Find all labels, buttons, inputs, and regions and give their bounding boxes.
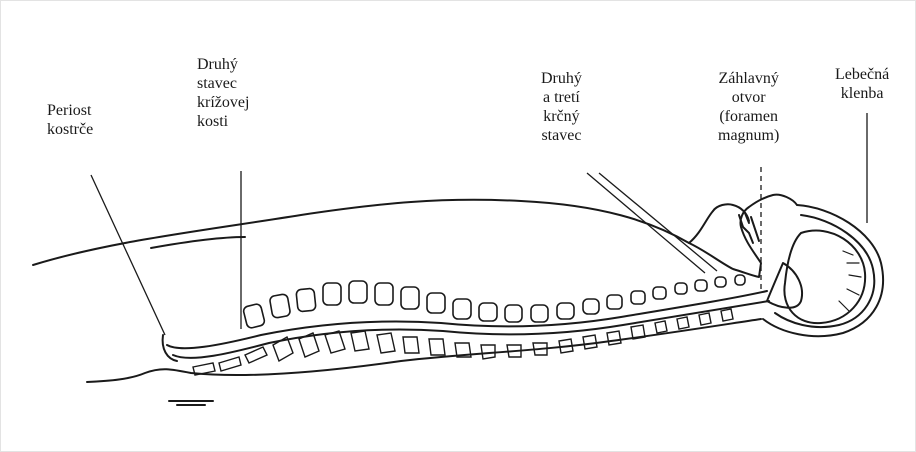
label-sacral-vertebra: Druhý stavec krížovej kosti [197, 55, 249, 131]
vertebral-bodies [243, 275, 745, 329]
buttock-lines [169, 401, 213, 405]
label-periost: Periost kostrče [47, 101, 93, 139]
label-skull-vault: Lebečná klenba [835, 65, 889, 103]
arm-line [151, 237, 245, 248]
leader-cervical-1 [587, 173, 705, 273]
label-cervical-vertebrae: Druhý a tretí krčný stavec [541, 69, 582, 145]
label-foramen-magnum: Záhlavný otvor (foramen magnum) [718, 69, 779, 145]
leader-cervical-2 [599, 173, 717, 271]
face-outline [689, 195, 797, 277]
body-outline-bottom [87, 319, 761, 382]
body-outline-top [33, 200, 713, 265]
leader-periost [91, 175, 165, 335]
